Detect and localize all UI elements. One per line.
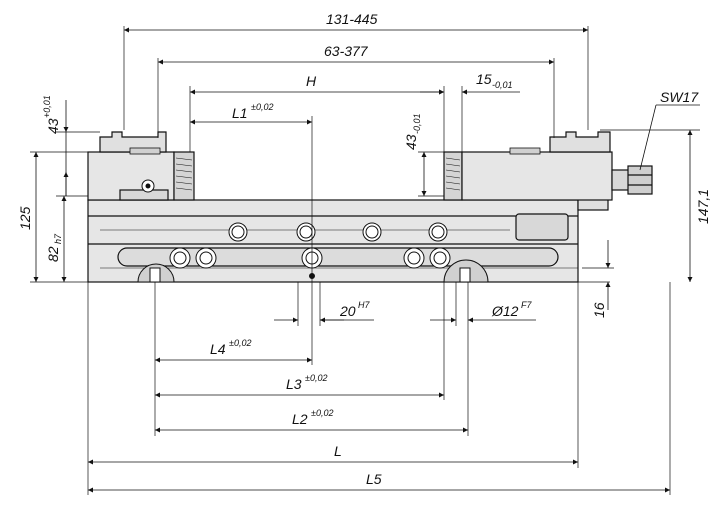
base-rail: [87, 199, 579, 283]
dim-16: 16: [591, 302, 607, 318]
dim-L4: L4: [210, 341, 226, 357]
dim-SW: SW17: [660, 89, 699, 105]
dim-jaw-height-top-tol: +0,01: [42, 95, 52, 118]
dim-L: L: [334, 443, 342, 459]
dim-L1-tol: ±0,02: [251, 102, 273, 112]
dim-L2: L2: [292, 411, 308, 427]
vise-body: [87, 131, 653, 283]
dim-bore-12-fit: F7: [521, 300, 532, 310]
dim-slot-20: 20: [339, 303, 356, 319]
dim-jaw-height-top: 43: [45, 118, 61, 134]
dimension-labels: 131-445 63-377 H L1 ±0,02 15 -0,01 SW17 …: [17, 11, 711, 487]
jaw-serrations: [175, 157, 461, 191]
dim-total-range: 131-445: [326, 11, 378, 27]
dim-L3: L3: [286, 376, 302, 392]
dim-L4-tol: ±0,02: [229, 338, 251, 348]
dim-L3-tol: ±0,02: [305, 373, 327, 383]
dim-jaw-thickness-tol: -0,01: [492, 80, 513, 90]
moving-jaw: [461, 151, 613, 201]
dim-L1: L1: [232, 105, 248, 121]
dim-jaw-height-tol: -0,01: [412, 113, 422, 134]
dim-slot-20-fit: H7: [358, 300, 370, 310]
extension-lines: [30, 26, 700, 495]
dim-H: H: [306, 73, 317, 89]
nameplate: [515, 213, 569, 241]
dim-82: 82: [45, 246, 61, 262]
dimension-lines: [33, 27, 700, 493]
dim-147: 147,1: [695, 189, 711, 224]
fixed-jaw-plate: [173, 151, 195, 201]
dim-jaw-height: 43: [403, 134, 419, 150]
dim-L2-tol: ±0,02: [311, 408, 333, 418]
dim-L5: L5: [366, 471, 382, 487]
dim-bore-12: Ø12: [491, 303, 519, 319]
dim-jaw-range: 63-377: [324, 43, 369, 59]
dim-125: 125: [17, 206, 33, 230]
spindle-hex: [627, 165, 653, 195]
mounting-holes: [141, 179, 451, 279]
dim-jaw-thickness: 15: [476, 71, 492, 87]
key-cutouts: [137, 259, 489, 283]
dim-82-fit: h7: [53, 233, 63, 244]
